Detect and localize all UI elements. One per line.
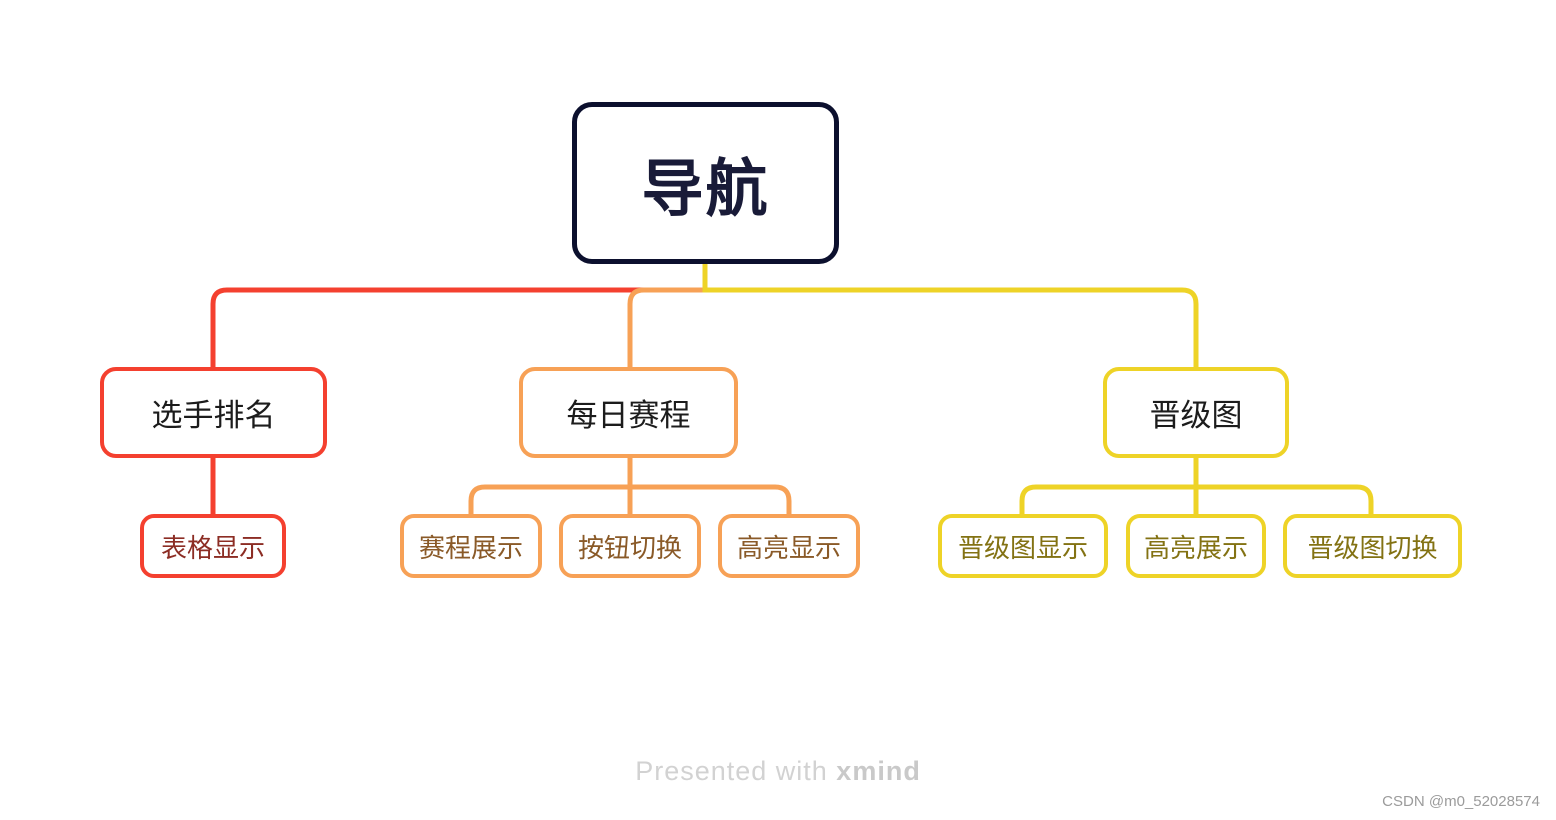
connector-root-to-promotion-chart — [702, 264, 1199, 367]
topic-daily-schedule[interactable]: 每日赛程 — [519, 367, 738, 458]
topic-label: 选手排名 — [151, 398, 276, 433]
subtopic-label: 按钮切换 — [577, 532, 682, 563]
subtopic-highlight-display[interactable]: 高亮显示 — [718, 514, 860, 578]
subtopic-label: 晋级图显示 — [957, 532, 1088, 563]
subtopic-label: 表格显示 — [160, 532, 265, 563]
subtopic-label: 赛程展示 — [418, 532, 523, 563]
topic-label: 晋级图 — [1149, 398, 1243, 433]
connector-promotion-chart-children — [1019, 458, 1374, 514]
subtopic-highlight-show[interactable]: 高亮展示 — [1126, 514, 1266, 578]
xmind-brand: xmind — [836, 756, 921, 786]
csdn-watermark: CSDN @m0_52028574 — [1382, 793, 1540, 810]
connector-daily-schedule-children — [468, 458, 792, 514]
subtopic-label: 高亮展示 — [1143, 532, 1248, 563]
subtopic-promotion-chart-display[interactable]: 晋级图显示 — [938, 514, 1108, 578]
subtopic-label: 高亮显示 — [736, 532, 841, 563]
root-topic-navigation[interactable]: 导航 — [572, 102, 839, 264]
topic-label: 每日赛程 — [566, 398, 691, 433]
credit-text: Presented with — [635, 756, 837, 786]
topic-promotion-chart[interactable]: 晋级图 — [1103, 367, 1289, 458]
subtopic-promotion-chart-toggle[interactable]: 晋级图切换 — [1283, 514, 1462, 578]
topic-player-ranking[interactable]: 选手排名 — [100, 367, 327, 458]
subtopic-schedule-display[interactable]: 赛程展示 — [400, 514, 542, 578]
subtopic-table-display[interactable]: 表格显示 — [140, 514, 286, 578]
root-topic-label: 导航 — [641, 155, 770, 224]
xmind-credit: Presented with xmind — [0, 756, 1556, 787]
subtopic-label: 晋级图切换 — [1307, 532, 1438, 563]
connector-root-to-player-ranking — [210, 264, 708, 367]
connector-root-to-daily-schedule — [627, 264, 708, 367]
subtopic-button-toggle[interactable]: 按钮切换 — [559, 514, 701, 578]
